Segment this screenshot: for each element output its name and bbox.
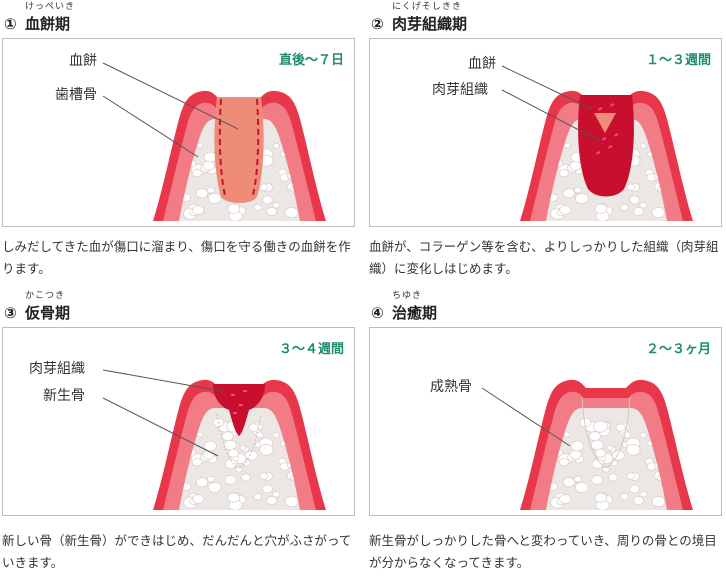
stage-4-ruby: ちゆき (392, 291, 423, 301)
new-bone-area (216, 413, 262, 469)
stage-4-description: 新生骨がしっかりした骨へと変わっていき、周りの骨との境目が分からなくなってきます… (369, 533, 717, 570)
mature-bone-area (581, 397, 631, 469)
stage-4-number: ④ (371, 304, 384, 322)
stage-3-leader-granulation (102, 369, 228, 393)
stage-1-ruby: けっぺいき (25, 2, 76, 12)
stage-1-title: 血餅期 (25, 15, 71, 33)
stage-3-description: 新しい骨（新生骨）ができはじめ、だんだんと穴がふさがっていきます。 (2, 533, 352, 570)
stage-1-description: しみだしてきた血が傷口に溜まり、傷口を守る働きの血餅を作ります。 (2, 239, 351, 276)
stage-3-label-new-bone: 新生骨 (43, 388, 85, 404)
stage-3-socket (153, 379, 326, 510)
stage-2-number: ② (371, 15, 384, 33)
granulation-tissue (213, 384, 265, 436)
stage-2-panel: １～３週間 血餅 肉芽組織 (369, 38, 722, 227)
blood-clot (214, 97, 264, 203)
stage-3-period: ３～４週間 (278, 342, 344, 357)
stage-1-period: 直後～７日 (278, 53, 344, 68)
stage-2-heading: にくげそしきき ② 肉芽組織期 (369, 2, 709, 36)
stage-3-label-granulation: 肉芽組織 (29, 361, 85, 377)
stage-4-heading: ちゆき ④ 治癒期 (369, 291, 709, 325)
stage-3-illustration (102, 369, 326, 510)
stage-1-leader-clot (102, 62, 239, 130)
stage-1-heading: けっぺいき ① 血餅期 (2, 2, 342, 36)
stage-4-illustration (481, 379, 693, 510)
stage-2-leader-granulation (501, 89, 601, 142)
bone-cells (547, 417, 667, 510)
granulation-tissue (578, 95, 634, 197)
stage-1-socket (153, 90, 326, 221)
stage-1-illustration (102, 62, 326, 221)
stage-1-panel: 直後～７日 血餅 歯槽骨 (2, 38, 355, 227)
stage-2-description: 血餅が、コラーゲン等を含む、よりしっかりした組織（肉芽組織）に変化しはじめます。 (369, 239, 719, 276)
stage-4-socket (520, 379, 693, 510)
stage-3-panel: ３～４週間 肉芽組織 新生骨 (2, 327, 355, 516)
blood-clot (594, 113, 616, 133)
stage-2-illustration (501, 65, 693, 221)
stage-2-title: 肉芽組織期 (392, 15, 468, 33)
stage-2-socket (520, 90, 693, 221)
stage-2-label-clot: 血餅 (468, 56, 496, 72)
stage-1-leader-bone (102, 95, 199, 158)
stage-3-number: ③ (4, 304, 17, 322)
stage-1-number: ① (4, 15, 17, 33)
stage-4-panel: ２～３ヶ月 成熟骨 (369, 327, 722, 516)
stage-2-ruby: にくげそしきき (392, 2, 462, 12)
stage-4-leader-mature-bone (481, 387, 571, 447)
stage-1-label-alveolar-bone: 歯槽骨 (55, 87, 97, 103)
stage-3-heading: かこつき ③ 仮骨期 (2, 291, 342, 325)
stage-1-label-clot: 血餅 (69, 53, 97, 69)
stage-3-leader-new-bone (102, 397, 219, 457)
stage-3-ruby: かこつき (25, 291, 66, 301)
stage-3-title: 仮骨期 (25, 304, 71, 322)
stage-2-period: １～３週間 (645, 53, 711, 68)
stage-2-label-granulation: 肉芽組織 (432, 82, 488, 98)
stage-4-label-mature-bone: 成熟骨 (430, 379, 472, 395)
stage-4-period: ２～３ヶ月 (645, 342, 711, 357)
stage-4-title: 治癒期 (392, 304, 438, 322)
stage-2-leader-clot (501, 65, 593, 110)
